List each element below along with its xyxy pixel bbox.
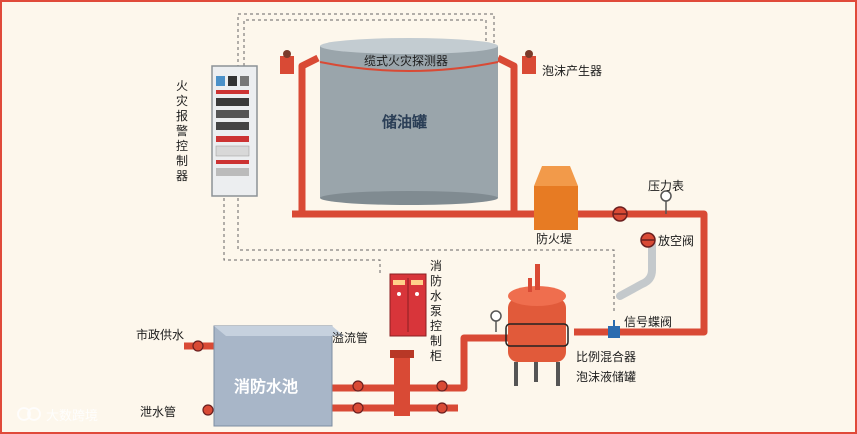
brand-logo-icon (17, 407, 41, 421)
brand-label: 大数跨境 (46, 409, 98, 424)
pump-control-cabinet (389, 273, 427, 337)
foam-generator-left (280, 50, 294, 74)
signal-butterfly-valve (608, 320, 620, 338)
cable-fire-detector-label: 缆式火灾探测器 (364, 53, 448, 68)
mixer-pressure-gauge (490, 310, 502, 332)
proportional-mixer-outline (505, 323, 569, 347)
signal-wires (223, 13, 615, 314)
firewall-dike-label: 防火堤 (536, 231, 572, 246)
foam-tank (508, 264, 566, 386)
fire-pool (213, 325, 344, 427)
firewall-dike (534, 166, 578, 230)
proportional-mixer-label: 比例混合器 (576, 349, 636, 364)
overflow-pipe-label: 溢流管 (332, 330, 368, 345)
vent-valve (640, 232, 656, 248)
fire-alarm-controller (211, 65, 258, 197)
pump-line-valves (352, 380, 448, 414)
drain-pipe-label: 泄水管 (140, 404, 176, 419)
oil-tank-label: 储油罐 (382, 113, 427, 131)
fire-pool-label: 消防水池 (234, 377, 298, 396)
pressure-gauge (660, 190, 672, 214)
vent-valve-label: 放空阀 (658, 233, 694, 248)
vent-branch-pipe (616, 240, 656, 300)
signal-butterfly-valve-label: 信号蝶阀 (624, 314, 672, 329)
foam-generator-right (522, 50, 536, 74)
pump-control-cabinet-label: 消防水泵控制柜 (430, 259, 442, 363)
foam-generator-label: 泡沫产生器 (542, 64, 602, 78)
oil-tank (319, 38, 499, 205)
fire-alarm-controller-label: 火灾报警控制器 (176, 79, 188, 183)
foam-tank-label: 泡沫液储罐 (576, 369, 636, 384)
municipal-supply-label: 市政供水 (136, 327, 184, 342)
pressure-gauge-label: 压力表 (648, 179, 684, 193)
pipe-network (184, 54, 708, 412)
fire-pump (390, 350, 414, 416)
drain-valve (202, 404, 214, 416)
municipal-supply-valve (192, 340, 204, 352)
gate-valve-main (612, 206, 628, 222)
